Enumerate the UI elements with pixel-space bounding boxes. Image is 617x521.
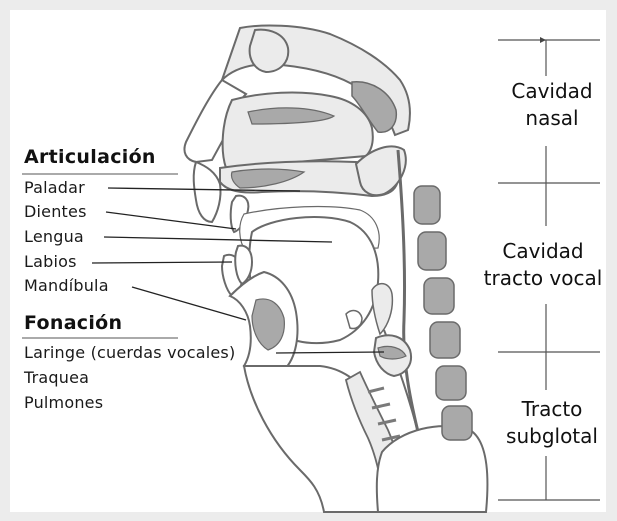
upper-lip bbox=[194, 162, 221, 222]
region-label-nasal-cavity: Cavidad nasal bbox=[492, 78, 612, 132]
label-dientes: Dientes bbox=[24, 202, 87, 222]
region-vocal-line1: Cavidad bbox=[474, 238, 612, 265]
region-subglottal-line2: subglotal bbox=[492, 423, 612, 450]
epiglottis bbox=[372, 284, 392, 334]
region-vocal-line2: tracto vocal bbox=[474, 265, 612, 292]
label-labios: Labios bbox=[24, 252, 77, 272]
nasal-cavity bbox=[223, 93, 373, 168]
region-label-subglottal: Tracto subglotal bbox=[492, 396, 612, 450]
label-traquea: Traquea bbox=[24, 368, 89, 388]
label-mandibula: Mandíbula bbox=[24, 276, 109, 296]
leader-labios bbox=[92, 262, 232, 263]
label-laringe: Laringe (cuerdas vocales) bbox=[24, 343, 235, 363]
phonation-heading: Fonación bbox=[24, 312, 122, 334]
label-pulmones: Pulmones bbox=[24, 393, 103, 413]
region-nasal-line1: Cavidad bbox=[492, 78, 612, 105]
region-label-vocal-tract: Cavidad tracto vocal bbox=[474, 238, 612, 292]
region-subglottal-line1: Tracto bbox=[492, 396, 612, 423]
label-paladar: Paladar bbox=[24, 178, 85, 198]
articulation-heading: Articulación bbox=[24, 146, 156, 168]
region-nasal-line2: nasal bbox=[492, 105, 612, 132]
label-lengua: Lengua bbox=[24, 227, 84, 247]
